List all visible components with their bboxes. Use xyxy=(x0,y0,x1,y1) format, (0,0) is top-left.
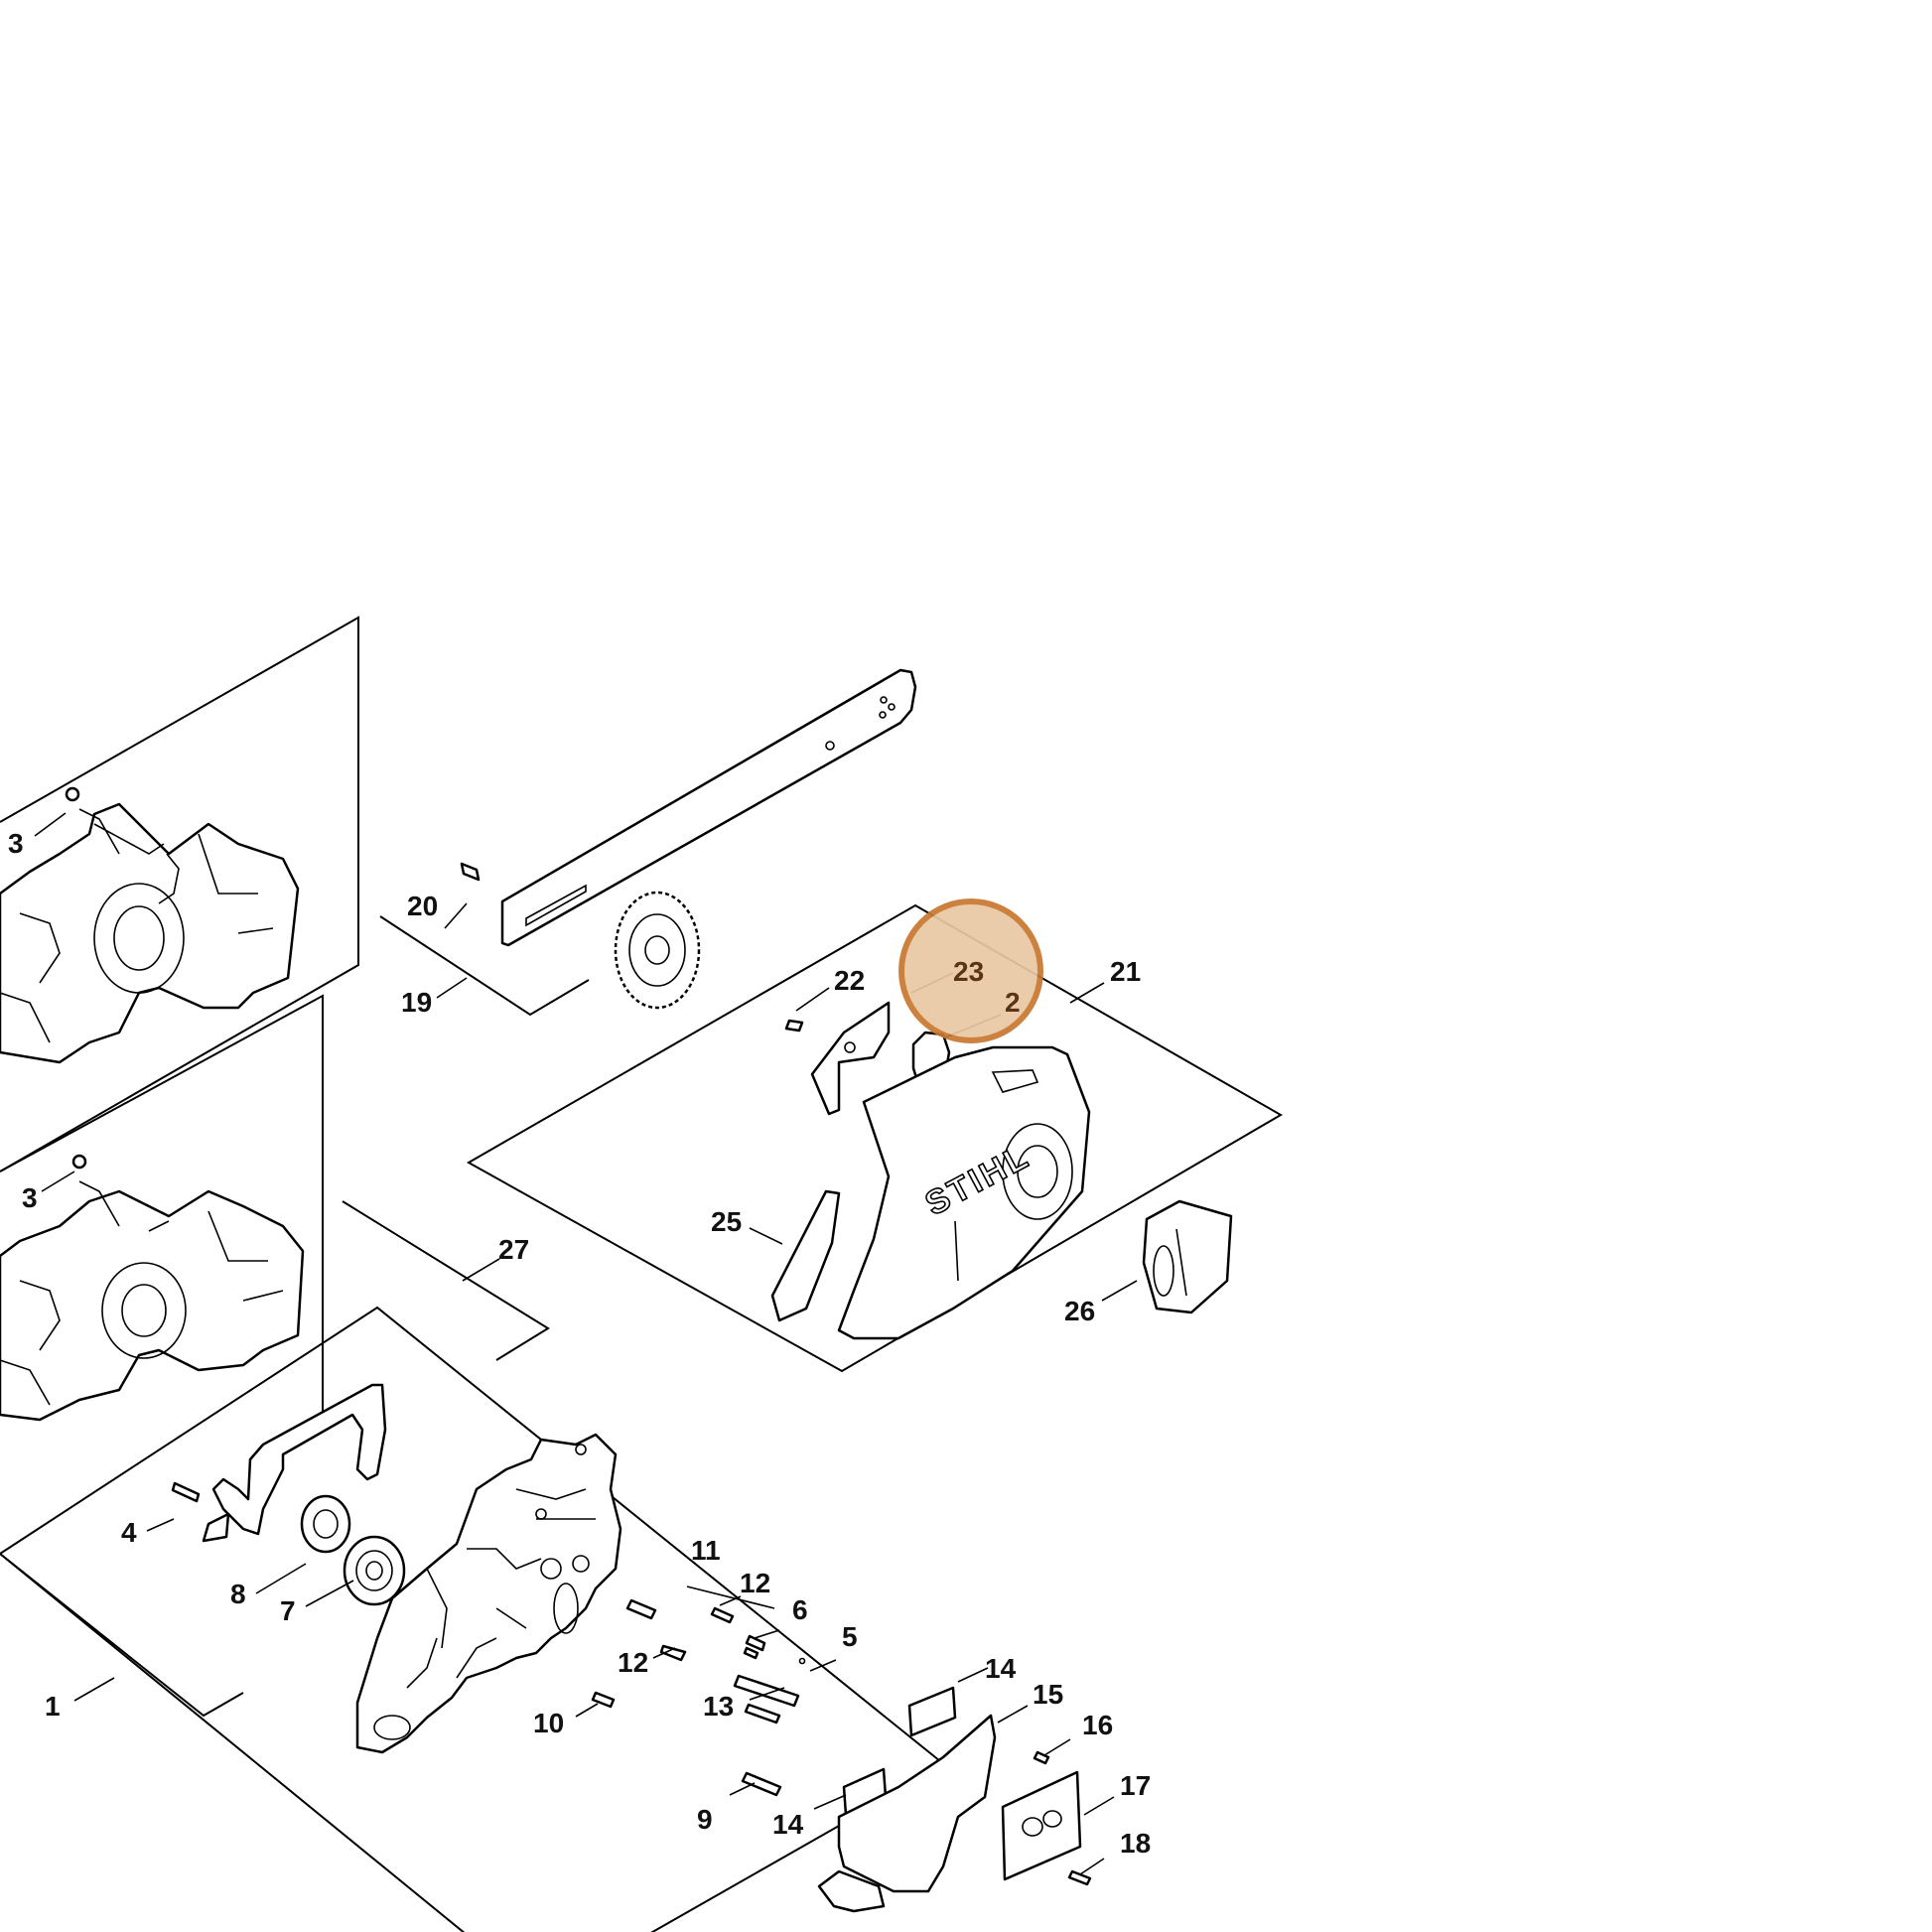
highlight-circle[interactable] xyxy=(898,898,1043,1043)
sprocket-cover: STIHL xyxy=(770,1001,1233,1340)
label-14-upper[interactable]: 14 xyxy=(985,1653,1017,1684)
label-26[interactable]: 26 xyxy=(1064,1296,1095,1326)
label-16[interactable]: 16 xyxy=(1082,1710,1113,1740)
leader-lines xyxy=(34,812,1138,1875)
chain-sprocket xyxy=(614,891,701,1010)
label-7[interactable]: 7 xyxy=(280,1595,296,1626)
label-3-upper[interactable]: 3 xyxy=(8,828,24,859)
label-21[interactable]: 21 xyxy=(1110,956,1141,987)
part-labels: 3 3 4 8 7 1 11 12 6 5 12 13 10 9 14 14 1… xyxy=(8,828,1151,1859)
label-23[interactable]: 23 xyxy=(953,956,984,987)
gasket-and-bearings xyxy=(171,1383,406,1606)
label-20[interactable]: 20 xyxy=(407,891,438,921)
label-22[interactable]: 22 xyxy=(834,965,865,996)
label-18[interactable]: 18 xyxy=(1120,1828,1151,1859)
guide-bar xyxy=(460,668,917,947)
crankcase-upper xyxy=(0,786,300,1064)
label-15[interactable]: 15 xyxy=(1033,1679,1063,1710)
label-11[interactable]: 11 xyxy=(691,1535,721,1566)
label-8[interactable]: 8 xyxy=(230,1579,246,1609)
label-9[interactable]: 9 xyxy=(697,1804,713,1835)
label-4[interactable]: 4 xyxy=(121,1517,137,1548)
label-17[interactable]: 17 xyxy=(1120,1770,1151,1801)
crankcase-lower xyxy=(0,1154,305,1422)
label-10[interactable]: 10 xyxy=(533,1708,564,1738)
small-hardware xyxy=(591,1598,1092,1886)
main-crankcase xyxy=(355,1433,622,1754)
label-27[interactable]: 27 xyxy=(498,1234,529,1265)
label-6[interactable]: 6 xyxy=(792,1594,808,1625)
label-25[interactable]: 25 xyxy=(711,1206,742,1237)
label-13[interactable]: 13 xyxy=(703,1691,734,1722)
label-14-lower[interactable]: 14 xyxy=(772,1809,804,1840)
label-3-lower[interactable]: 3 xyxy=(22,1182,38,1213)
assembly-frames xyxy=(0,616,1283,1932)
label-12-upper[interactable]: 12 xyxy=(740,1568,770,1598)
label-1[interactable]: 1 xyxy=(45,1691,61,1722)
label-5[interactable]: 5 xyxy=(842,1621,858,1652)
label-12-lower[interactable]: 12 xyxy=(618,1647,648,1678)
label-19[interactable]: 19 xyxy=(401,987,432,1018)
label-24[interactable]: 2 xyxy=(1005,987,1021,1018)
bumper-spikes xyxy=(817,1686,1082,1913)
